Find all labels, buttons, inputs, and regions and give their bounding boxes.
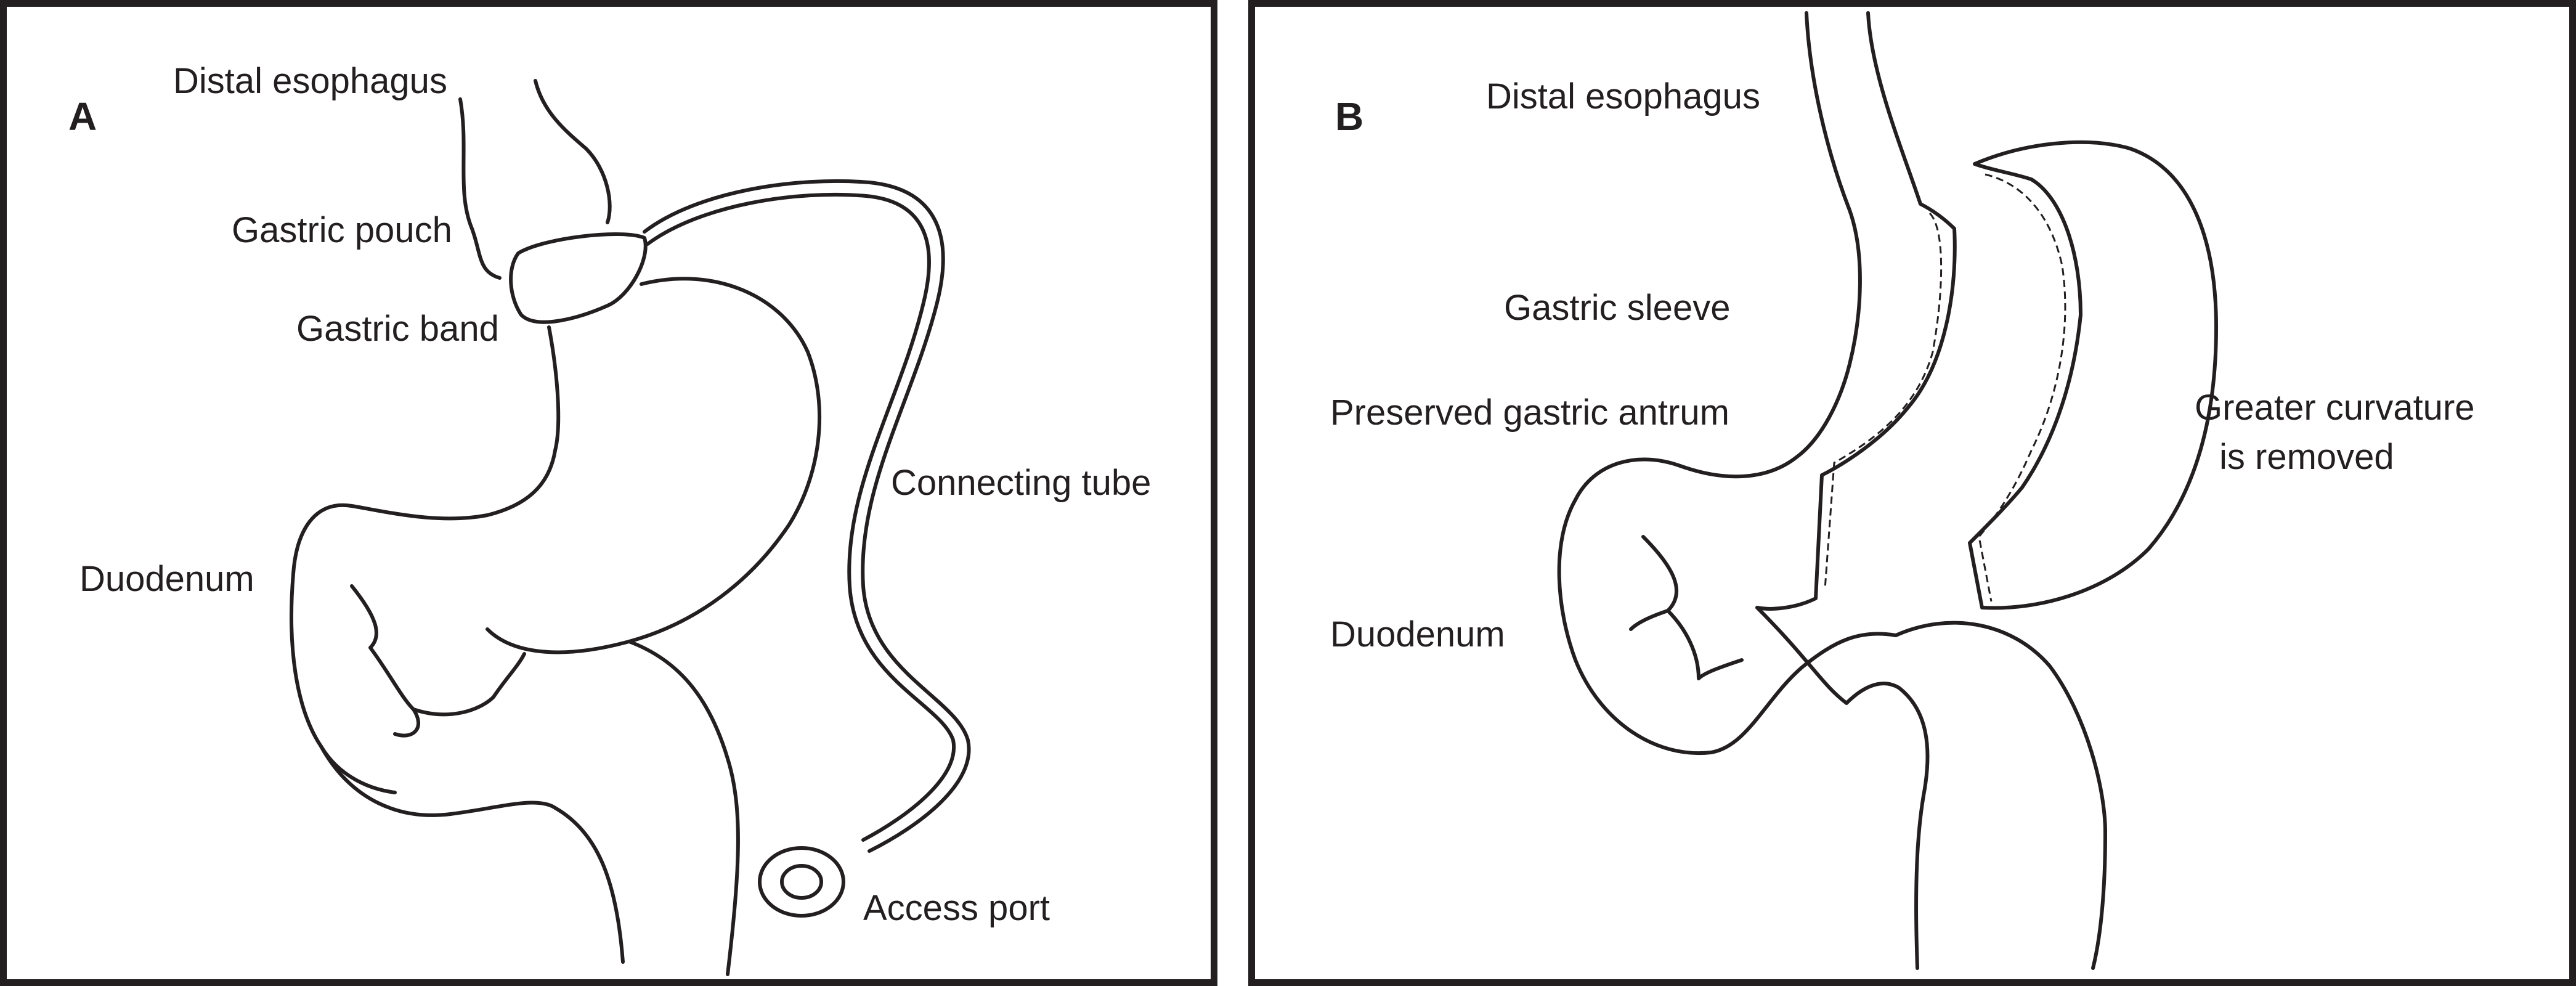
removed-staple-line <box>1978 173 2066 602</box>
label-duodenum: Duodenum <box>79 559 254 599</box>
pylorus-fold <box>350 584 526 738</box>
label-duodenum: Duodenum <box>1330 614 1505 654</box>
sleeve-left-wall <box>1557 11 1898 756</box>
stomach-outline <box>290 277 822 794</box>
label-access-port: Access port <box>863 888 1050 928</box>
panel-a-gastric-band: A Distal esophagus Gastric pouch Gastric… <box>0 0 1217 986</box>
duodenum-loop <box>319 640 740 976</box>
removed-greater-curvature <box>1968 140 2218 610</box>
access-port-inner <box>780 864 823 900</box>
access-port-outer <box>758 846 845 918</box>
panel-b-illustration: B Distal esophagus Gastric sleeve Preser… <box>1330 11 2475 970</box>
panel-a-illustration: A Distal esophagus Gastric pouch Gastric… <box>68 61 1151 976</box>
pylorus-fold <box>1629 535 1744 680</box>
panel-b-letter: B <box>1335 94 1363 139</box>
label-preserved-gastric-antrum: Preserved gastric antrum <box>1330 393 1729 433</box>
esophagus-left-wall <box>458 97 502 280</box>
label-gastric-band: Gastric band <box>296 309 499 349</box>
panel-b-sleeve-gastrectomy: B Distal esophagus Gastric sleeve Preser… <box>1248 0 2576 986</box>
label-distal-esophagus: Distal esophagus <box>1486 76 1760 116</box>
label-distal-esophagus: Distal esophagus <box>173 61 447 101</box>
panel-a-letter: A <box>68 94 97 139</box>
esophagus-right-wall <box>534 79 612 224</box>
connecting-tube-outer <box>643 179 971 853</box>
label-connecting-tube: Connecting tube <box>891 463 1151 503</box>
sleeve-staple-line <box>1824 212 1943 590</box>
gastric-band <box>509 232 648 324</box>
duodenum-loop <box>1755 606 2107 970</box>
sleeve-right-wall <box>1755 11 1957 611</box>
connecting-tube-inner <box>646 192 956 842</box>
label-gastric-pouch: Gastric pouch <box>232 210 452 250</box>
label-greater-curvature-line2: is removed <box>2219 437 2394 477</box>
label-greater-curvature-line1: Greater curvature <box>2195 388 2475 428</box>
label-gastric-sleeve: Gastric sleeve <box>1504 288 1730 328</box>
